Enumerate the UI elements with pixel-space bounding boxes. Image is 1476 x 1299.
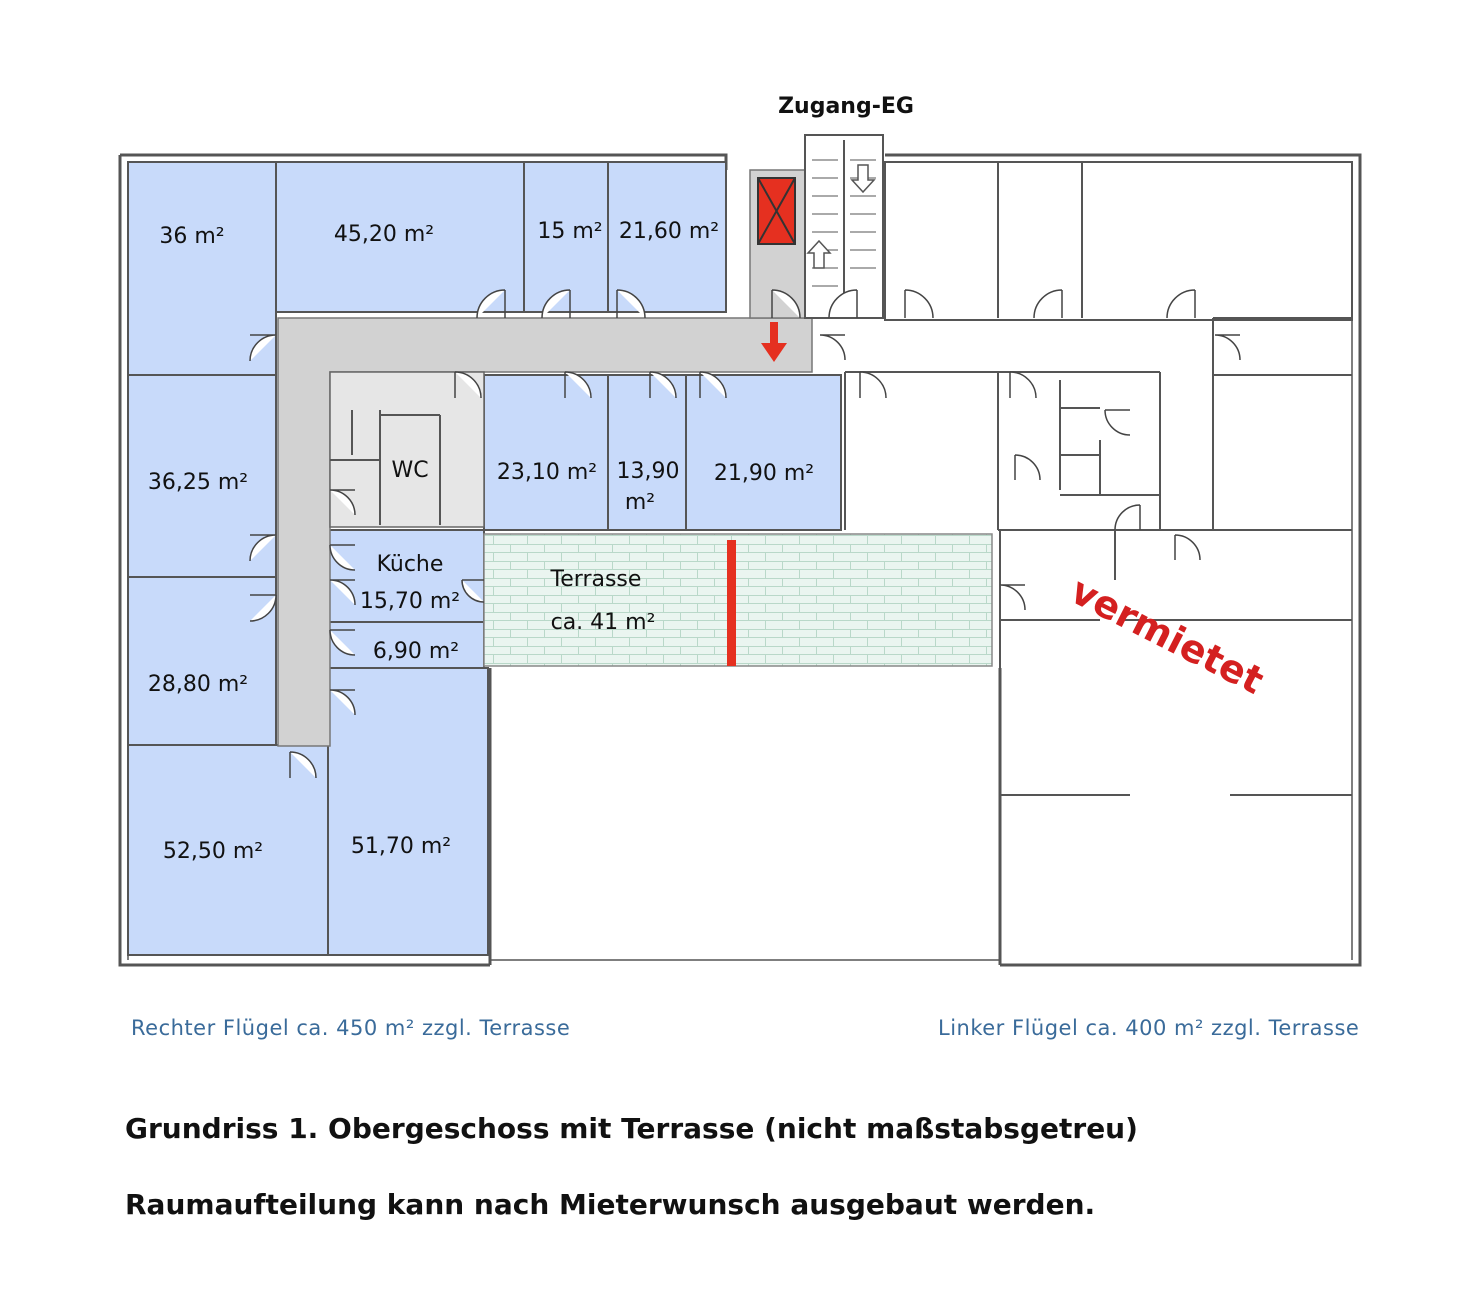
label-6-90: 6,90 m² xyxy=(373,639,459,664)
elevator xyxy=(757,177,796,245)
label-terrasse-name: Terrasse xyxy=(550,567,642,592)
right-wing-caption: Rechter Flügel ca. 450 m² zzgl. Terrasse xyxy=(131,1016,571,1040)
label-21-60: 21,60 m² xyxy=(619,219,719,244)
label-kueche-name: Küche xyxy=(377,552,444,577)
plan-note: Raumaufteilung kann nach Mieterwunsch au… xyxy=(125,1188,1096,1221)
room-36 xyxy=(127,161,277,376)
label-21-90: 21,90 m² xyxy=(714,461,814,486)
label-45-20: 45,20 m² xyxy=(334,222,434,247)
plan-title: Grundriss 1. Obergeschoss mit Terrasse (… xyxy=(125,1112,1138,1145)
label-51-70: 51,70 m² xyxy=(351,834,451,859)
floor-plan: 36 m² 45,20 m² 15 m² 21,60 m² 36,25 m² W… xyxy=(118,94,1362,967)
staircase xyxy=(804,134,884,319)
wc-block-walls xyxy=(330,410,441,525)
room-45-20 xyxy=(275,161,525,313)
label-wc: WC xyxy=(391,458,428,483)
label-13-90-b: m² xyxy=(625,490,655,515)
left-wing-caption: Linker Flügel ca. 400 m² zzgl. Terrasse xyxy=(938,1016,1360,1040)
room-28-80 xyxy=(127,576,277,746)
room-52-50 xyxy=(127,744,329,956)
room-labels: 36 m² 45,20 m² 15 m² 21,60 m² 36,25 m² W… xyxy=(148,219,814,864)
room-51-70 xyxy=(327,667,489,956)
room-21-90 xyxy=(685,374,842,531)
label-28-80: 28,80 m² xyxy=(148,672,248,697)
label-kueche-area: 15,70 m² xyxy=(360,589,460,614)
room-23-10 xyxy=(483,374,609,531)
label-36-25: 36,25 m² xyxy=(148,470,248,495)
terrace xyxy=(483,533,993,667)
label-36: 36 m² xyxy=(159,224,224,249)
arrow-down-icon xyxy=(761,322,787,362)
entrance-label: Zugang-EG xyxy=(778,94,914,119)
label-15: 15 m² xyxy=(537,219,602,244)
label-13-90-a: 13,90 xyxy=(617,459,680,484)
rented-stamp: vermietet xyxy=(1064,568,1271,702)
label-52-50: 52,50 m² xyxy=(163,839,263,864)
label-23-10: 23,10 m² xyxy=(497,460,597,485)
doors xyxy=(249,289,1241,779)
room-36-25 xyxy=(127,374,277,578)
label-terrasse-area: ca. 41 m² xyxy=(551,610,656,635)
room-21-60 xyxy=(607,161,727,313)
left-wing-walls xyxy=(812,161,1353,796)
